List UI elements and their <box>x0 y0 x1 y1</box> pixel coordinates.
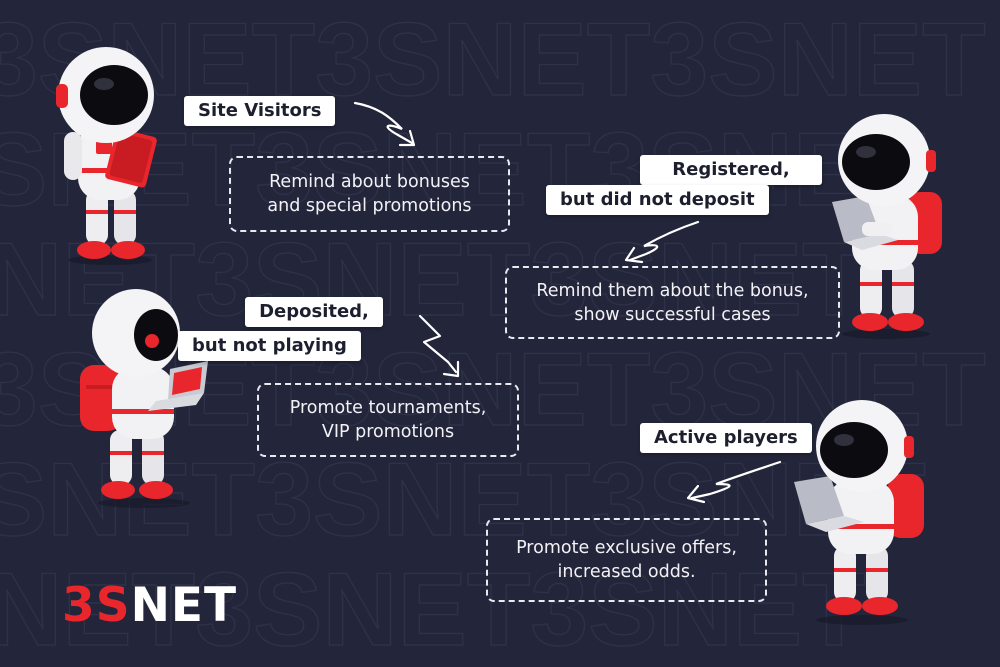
logo-part-3s: 3S <box>62 578 131 633</box>
action-text-line: Remind about bonuses <box>269 172 470 192</box>
squiggle-arrow-icon <box>686 460 782 504</box>
brand-logo: 3SNET <box>62 582 237 629</box>
astronaut-tablet-illustration <box>56 47 157 265</box>
segment-action-box: Promote exclusive offers, increased odds… <box>486 518 767 602</box>
astronaut-backpack-illustration <box>80 289 208 508</box>
segment-action-box: Remind them about the bonus, show succes… <box>505 266 840 339</box>
squiggle-arrow-icon <box>624 220 700 264</box>
squiggle-arrow-icon <box>418 314 460 378</box>
segment-tag-active-players: Active players <box>640 423 812 453</box>
action-text-line: VIP promotions <box>321 422 455 442</box>
watermark-row: 3SNET3SNET3SNET <box>0 552 866 667</box>
action-text-line: Promote exclusive offers, <box>516 538 737 558</box>
action-text-line: Remind them about the bonus, <box>536 280 809 301</box>
action-text-line: and special promotions <box>267 196 472 216</box>
segment-tag-deposited: Deposited, <box>245 297 383 327</box>
segment-tag-registered: Registered, <box>640 155 822 185</box>
action-text-line: Promote tournaments, <box>289 398 487 418</box>
segment-action-box: Promote tournaments, VIP promotions <box>257 383 519 457</box>
watermark-row: 3SNET3SNET3SNET <box>0 2 986 118</box>
logo-part-net: NET <box>130 578 238 633</box>
segment-tag-deposited-subtitle: but not playing <box>178 331 361 361</box>
segment-action-box: Remind about bonuses and special promoti… <box>229 156 510 232</box>
segment-tag-registered-subtitle: but did not deposit <box>546 185 769 215</box>
squiggle-arrow-icon <box>353 101 416 147</box>
segment-tag-site-visitors: Site Visitors <box>184 96 336 126</box>
action-text-line: increased odds. <box>557 562 696 582</box>
astronaut-laptop-illustration <box>794 400 924 625</box>
action-text-line: show successful cases <box>574 304 771 325</box>
astronaut-laptop-illustration <box>832 114 942 339</box>
